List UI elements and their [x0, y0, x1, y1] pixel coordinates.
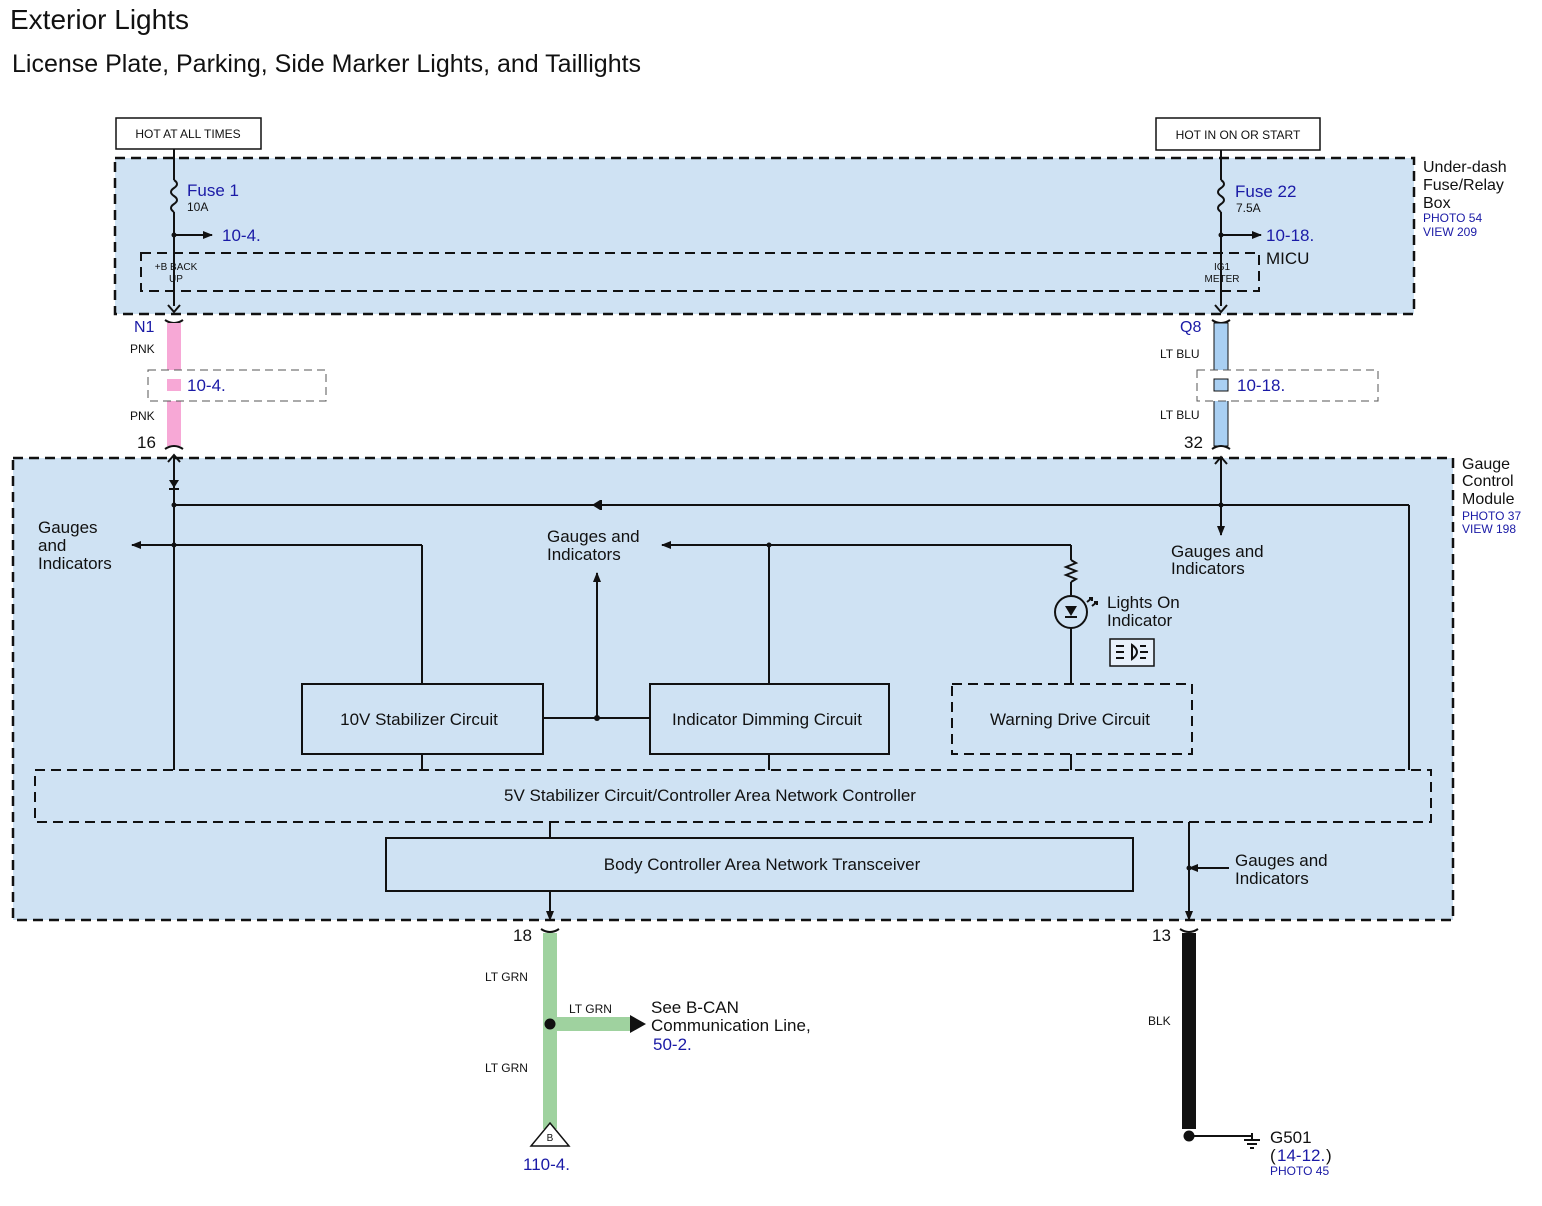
- ground-ref-link[interactable]: 14-12.: [1277, 1146, 1325, 1165]
- can-transceiver-label: Body Controller Area Network Transceiver: [604, 855, 921, 874]
- fuse-22-icon: [1217, 179, 1225, 213]
- gauges-left-label-3: Indicators: [38, 554, 112, 573]
- arrow-down-icon: [1214, 304, 1228, 314]
- connector-q8-label[interactable]: Q8: [1180, 319, 1201, 336]
- fuse-1-label[interactable]: Fuse 1: [187, 181, 239, 200]
- fuse-box-view-link[interactable]: VIEW 209: [1423, 225, 1477, 239]
- can-transceiver-box: Body Controller Area Network Transceiver: [385, 837, 1134, 892]
- connector-n1-label[interactable]: N1: [134, 319, 155, 336]
- ig1-label-1: IG1: [1214, 262, 1231, 273]
- fuse-relay-box: [113, 156, 1416, 316]
- stabilizer-10v-box: 10V Stabilizer Circuit: [301, 683, 544, 755]
- n1-ref-link[interactable]: 10-4.: [187, 376, 226, 395]
- hot-at-all-times-box: HOT AT ALL TIMES: [115, 117, 262, 150]
- ground-paren-close: ): [1326, 1146, 1332, 1165]
- connector-b-label: B: [547, 1133, 554, 1144]
- hot-at-all-times-label: HOT AT ALL TIMES: [135, 127, 240, 141]
- bcan-ref-link[interactable]: 50-2.: [653, 1035, 692, 1054]
- blk-wire-color: BLK: [1148, 1014, 1171, 1028]
- gauge-module-label: Gauge Control Module PHOTO 37 VIEW 198: [1462, 456, 1521, 536]
- gauges-center-label-1: Gauges and: [547, 527, 640, 546]
- q8-wire-color-top: LT BLU: [1160, 347, 1200, 361]
- backup-label-1: +B BACK: [155, 262, 198, 273]
- arrow-down-icon: [167, 304, 181, 314]
- gauges-right-label-1: Gauges and: [1171, 542, 1264, 561]
- indicator-dimming-label: Indicator Dimming Circuit: [672, 710, 862, 729]
- gauges-left-label-2: and: [38, 536, 66, 555]
- n1-wire-color-top: PNK: [130, 342, 155, 356]
- bcan-label-2: Communication Line,: [651, 1016, 811, 1035]
- gauge-module-name-1: Gauge: [1462, 456, 1510, 473]
- fuse-22-rating: 7.5A: [1236, 201, 1261, 215]
- ground-photo-link[interactable]: PHOTO 45: [1270, 1164, 1329, 1178]
- splice-dot: [544, 1018, 556, 1030]
- diode-icon: [592, 500, 600, 510]
- stabilizer-10v-label: 10V Stabilizer Circuit: [340, 710, 498, 729]
- gauges-bottom-label-1: Gauges and: [1235, 851, 1328, 870]
- gauges-left-label-1: Gauges: [38, 518, 98, 537]
- fuse-box-label: Under-dash Fuse/Relay Box PHOTO 54 VIEW …: [1423, 159, 1507, 239]
- pin-18-label: 18: [513, 926, 532, 945]
- gauge-module-name-2: Control: [1462, 473, 1514, 490]
- n1-wire-color-bottom: PNK: [130, 409, 155, 423]
- fuse-1-icon: [170, 179, 178, 213]
- gauges-bottom-label-2: Indicators: [1235, 869, 1309, 888]
- micu-box: [140, 252, 1260, 292]
- ltgrn-lower-label: LT GRN: [485, 1061, 528, 1075]
- backup-label-2: UP: [169, 274, 183, 285]
- indicator-dimming-box: Indicator Dimming Circuit: [649, 683, 890, 755]
- ground-g501-label: G501: [1270, 1128, 1312, 1147]
- fuse-1-rating: 10A: [187, 200, 208, 214]
- fuse-22-label[interactable]: Fuse 22: [1235, 182, 1296, 201]
- hot-in-on-or-start-box: HOT IN ON OR START: [1155, 117, 1321, 151]
- page-title: Exterior Lights: [10, 4, 189, 35]
- connector-b-icon[interactable]: B: [529, 1121, 571, 1147]
- lights-on-label-1: Lights On: [1107, 593, 1180, 612]
- b-ref-link[interactable]: 110-4.: [523, 1155, 570, 1174]
- ground-icon: [1244, 1133, 1260, 1149]
- pin-13-label: 13: [1152, 926, 1171, 945]
- resistor-icon: [1063, 559, 1079, 583]
- fuse-22-ref-link[interactable]: 10-18.: [1266, 226, 1314, 245]
- headlight-symbol-icon: [1109, 638, 1155, 667]
- fuse-box-photo-link[interactable]: PHOTO 54: [1423, 211, 1482, 225]
- arrow-right-icon: [630, 1015, 646, 1033]
- diode-icon: [169, 480, 179, 488]
- micu-label: MICU: [1266, 249, 1309, 268]
- gauge-module-name-3: Module: [1462, 491, 1515, 508]
- ltgrn-upper-label: LT GRN: [485, 970, 528, 984]
- lights-on-label-2: Indicator: [1107, 611, 1173, 630]
- page-subtitle: License Plate, Parking, Side Marker Ligh…: [12, 50, 642, 78]
- bcan-label-1: See B-CAN: [651, 998, 739, 1017]
- can-controller-box: 5V Stabilizer Circuit/Controller Area Ne…: [34, 769, 1432, 823]
- hot-in-on-or-start-label: HOT IN ON OR START: [1176, 128, 1301, 142]
- fuse-box-name-3: Box: [1423, 195, 1451, 212]
- warning-drive-label: Warning Drive Circuit: [990, 710, 1150, 729]
- warning-drive-box: Warning Drive Circuit: [951, 683, 1193, 755]
- can-controller-label: 5V Stabilizer Circuit/Controller Area Ne…: [504, 786, 916, 805]
- lt-grn-wire[interactable]: [540, 928, 632, 1129]
- ground-paren-open: (: [1270, 1146, 1276, 1165]
- fuse-box-name-1: Under-dash: [1423, 159, 1507, 176]
- pin-16-label: 16: [137, 433, 156, 452]
- fuse-box-name-2: Fuse/Relay: [1423, 177, 1504, 194]
- q8-ref-link[interactable]: 10-18.: [1237, 376, 1285, 395]
- gauges-right-label-2: Indicators: [1171, 559, 1245, 578]
- ltgrn-branch-label: LT GRN: [569, 1002, 612, 1016]
- ig1-label-2: METER: [1205, 274, 1240, 285]
- blk-wire[interactable]: [1179, 928, 1199, 1129]
- gauges-center-label-2: Indicators: [547, 545, 621, 564]
- pin-32-label: 32: [1184, 433, 1203, 452]
- gauge-module-view-link[interactable]: VIEW 198: [1462, 522, 1516, 536]
- q8-wire-color-bottom: LT BLU: [1160, 408, 1200, 422]
- gauge-module-photo-link[interactable]: PHOTO 37: [1462, 509, 1521, 523]
- fuse-1-ref-link[interactable]: 10-4.: [222, 226, 261, 245]
